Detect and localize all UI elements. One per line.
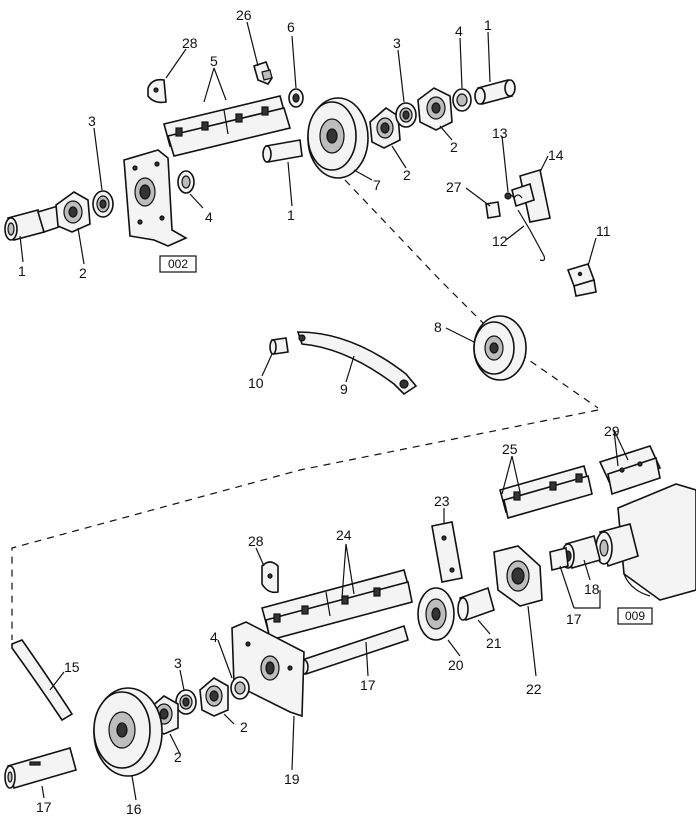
callout-labels: 28 5 26 6 3 4 1 3 1 2 4 1 7 2 2 13 14 27… [18, 7, 620, 817]
knife-section-part-25 [499, 465, 593, 520]
callout-1-left: 1 [18, 263, 26, 279]
callout-16: 16 [126, 801, 142, 817]
knife-section-part-29 [598, 445, 662, 496]
knife-section-part-24 [261, 569, 413, 641]
callout-4-left: 4 [205, 209, 213, 225]
shaft-part-17-middle [299, 624, 409, 676]
callout-24: 24 [336, 527, 352, 543]
bracket-plate [123, 149, 188, 247]
pulley-part-16 [93, 687, 163, 777]
callout-28-upper: 28 [182, 35, 198, 51]
flange-bearing-part-2-left [55, 191, 91, 233]
clip-part-28-upper [147, 78, 167, 104]
callout-8: 8 [434, 319, 442, 335]
callout-2-lower-right: 2 [240, 719, 248, 735]
bracket-part-11 [566, 263, 597, 297]
ref-box-009: 009 [617, 607, 653, 625]
callout-27: 27 [446, 179, 462, 195]
sleeve-part-21 [457, 586, 495, 622]
hub-part-20 [417, 587, 455, 641]
callout-17-lower-left: 17 [36, 799, 52, 815]
belt-path-upper [344, 179, 599, 409]
callout-4-upper-right: 4 [455, 23, 463, 39]
shaft-stub-part-1 [4, 204, 63, 241]
callout-1-upper-right: 1 [484, 17, 492, 33]
ref-box-002: 002 [159, 255, 197, 273]
bushing-part-4-upper-right [452, 88, 472, 112]
callout-5: 5 [210, 53, 218, 69]
callout-2-upper-middle: 2 [403, 167, 411, 183]
callout-23: 23 [434, 493, 450, 509]
callout-7: 7 [373, 177, 381, 193]
callout-21: 21 [486, 635, 502, 651]
callout-14: 14 [548, 147, 564, 163]
callout-10: 10 [248, 375, 264, 391]
flange-plate-part-22 [493, 545, 543, 607]
bearing-part-3-left [92, 190, 114, 218]
flange-bearing-part-2-upper-right [369, 106, 401, 149]
idler-pulley-part-8 [473, 315, 527, 381]
shaft-part-17-right [549, 547, 569, 571]
gearbox-housing [595, 483, 696, 601]
belt-part-15 [11, 639, 74, 722]
callout-2-upper-right: 2 [450, 139, 458, 155]
pin-part-10 [269, 337, 289, 355]
svg-text:002: 002 [168, 257, 188, 271]
spring-part-13 [504, 192, 523, 200]
bushing-part-4-lower [230, 676, 250, 700]
coupling-part-18 [561, 535, 601, 569]
callout-18: 18 [584, 581, 600, 597]
callout-12: 12 [492, 233, 508, 249]
plate-part-23 [431, 521, 463, 583]
bushing-part-4-upper [177, 170, 195, 194]
shaft-part-17-lower-left [4, 747, 77, 789]
bearing-part-6 [288, 88, 304, 108]
callout-15: 15 [64, 659, 80, 675]
svg-text:009: 009 [625, 609, 645, 623]
callout-3-left: 3 [88, 113, 96, 129]
sleeve-part-1-upper-right [474, 79, 516, 105]
callout-9: 9 [340, 381, 348, 397]
bracket-part-26 [253, 60, 273, 85]
callout-22: 22 [526, 681, 542, 697]
bracket-part-14 [511, 168, 551, 223]
rod-part-12 [517, 209, 546, 262]
callout-2-left: 2 [79, 265, 87, 281]
idler-arm-part-9 [296, 331, 418, 396]
flange-part-2-lower-right [199, 677, 229, 717]
leader-lines [19, 21, 629, 801]
callout-13: 13 [492, 125, 508, 141]
callout-19: 19 [284, 771, 300, 787]
callout-1-middle: 1 [287, 207, 295, 223]
callout-28-lower: 28 [248, 533, 264, 549]
callout-6: 6 [287, 19, 295, 35]
callout-26: 26 [236, 7, 252, 23]
callout-29: 29 [604, 423, 620, 439]
bearing-part-3-upper-right [395, 102, 417, 128]
flange-part-2-far-right [417, 87, 453, 131]
sleeve-part-1-middle [262, 139, 303, 163]
bracket-plate-part-19 [231, 621, 305, 718]
callout-3-upper-right: 3 [393, 35, 401, 51]
callout-17-right: 17 [566, 611, 582, 627]
bearing-part-3-lower [175, 689, 197, 715]
callout-2-lower-left: 2 [174, 749, 182, 765]
knife-section-part-5 [163, 95, 292, 157]
callout-4-lower: 4 [210, 629, 218, 645]
callout-3-lower: 3 [174, 655, 182, 671]
callout-17-middle: 17 [360, 677, 376, 693]
callout-20: 20 [448, 657, 464, 673]
pulley-part-7 [307, 97, 369, 179]
callout-11: 11 [596, 223, 611, 239]
callout-25: 25 [502, 441, 518, 457]
clip-part-28-lower [261, 561, 279, 594]
